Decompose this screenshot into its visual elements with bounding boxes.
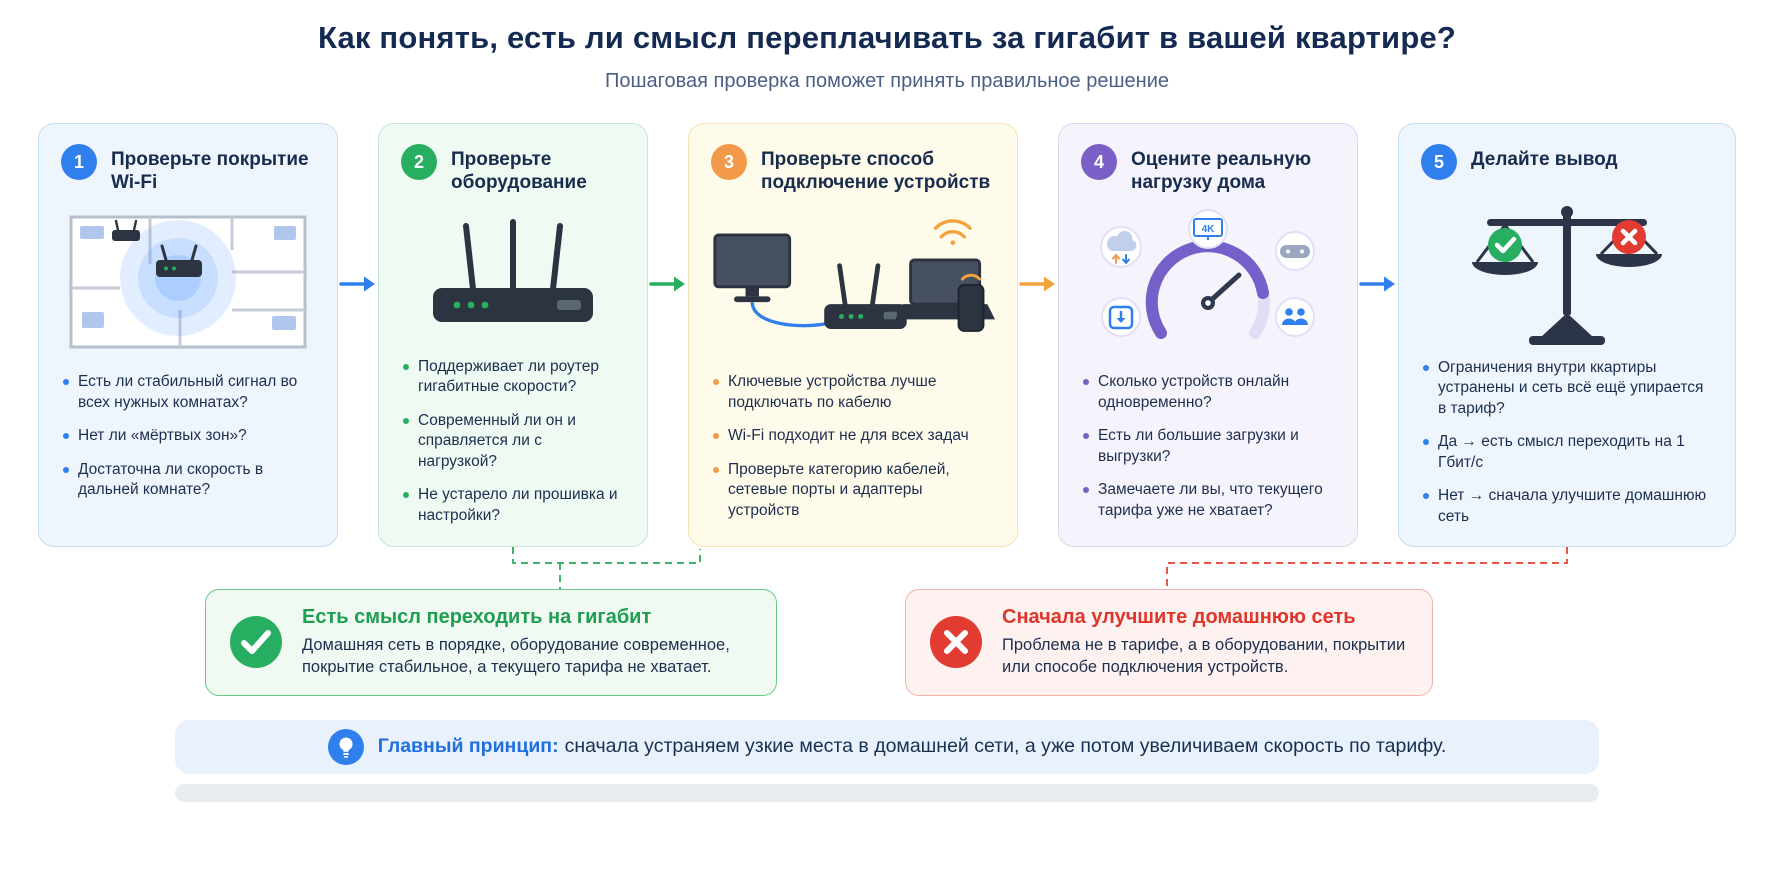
- svg-text:4K: 4K: [1202, 224, 1216, 235]
- step-2-bullets: Поддерживает ли роутер гигабитные скорос…: [401, 357, 625, 526]
- principle-text-wrap: Главный принцип:сначала устраняем узкие …: [378, 735, 1447, 758]
- page-subtitle: Пошаговая проверка поможет принять прави…: [604, 70, 1169, 92]
- connector-negative-line: [1166, 547, 1568, 589]
- outcomes-row: Есть смысл переходить на гигабит Домашня…: [38, 589, 1736, 696]
- users-icon: [1275, 297, 1315, 338]
- step-bullet: Нет → сначала улучшите домашнюю сеть: [1421, 486, 1713, 527]
- step-title: Проверьте способ подключение устройств: [761, 149, 991, 194]
- step-number-badge: 3: [711, 144, 747, 180]
- router-illustration: [432, 218, 593, 322]
- step-bullet: Есть ли стабильный сигнал во всех нужных…: [61, 372, 315, 413]
- wired-and-wireless-devices-illustration: [713, 219, 995, 333]
- step-number-badge: 2: [401, 144, 437, 180]
- step-bullet: Замечаете ли вы, что текущего тарифа уже…: [1081, 480, 1335, 521]
- step-card-4: 4 Оцените реальную нагрузку дома: [1058, 123, 1358, 547]
- arrow-step3-to-step4: [1018, 123, 1058, 547]
- outcome-text: Домашняя сеть в порядке, оборудование со…: [302, 636, 730, 676]
- step-bullet: Поддерживает ли роутер гигабитные скорос…: [401, 357, 625, 398]
- step-bullet: Проверьте категорию кабелей, сетевые пор…: [711, 460, 995, 521]
- header: Как понять, есть ли смысл переплачивать …: [0, 0, 1774, 93]
- outcome-connectors: [512, 547, 1568, 589]
- outcome-negative-content: Сначала улучшите домашнюю сеть Проблема …: [1002, 606, 1408, 679]
- download-icon: [1101, 297, 1141, 338]
- page-title: Как понять, есть ли смысл переплачивать …: [317, 20, 1457, 55]
- outcome-title: Есть смысл переходить на гигабит: [302, 606, 652, 628]
- step-3-header: 3 Проверьте способ подключение устройств: [711, 144, 995, 194]
- step-5-figure: [1421, 192, 1713, 345]
- step-number-badge: 4: [1081, 144, 1117, 180]
- step-number-badge: 1: [61, 144, 97, 180]
- lightbulb-icon: [327, 728, 364, 765]
- step-title: Проверьте покрытие Wi-Fi: [111, 149, 309, 194]
- step-bullet: Современный ли он и справляется ли с наг…: [401, 411, 625, 472]
- step-bullet: Нет ли «мёртвых зон»?: [61, 426, 315, 446]
- step-bullet: Ограничения внутри ккартиры устранены и …: [1421, 358, 1713, 419]
- arrow-right-icon: [649, 276, 685, 292]
- step-1-bullets: Есть ли стабильный сигнал во всех нужных…: [61, 372, 315, 500]
- step-bullet: Не устарело ли прошивка и настройки?: [401, 485, 625, 526]
- gamepad-icon: [1275, 231, 1315, 272]
- outcome-negative-box: Сначала улучшите домашнюю сеть Проблема …: [905, 589, 1433, 696]
- principle-label: Главный принцип:: [377, 735, 559, 758]
- step-5-bullets: Ограничения внутри ккартиры устранены и …: [1421, 358, 1713, 527]
- outcome-title: Сначала улучшите домашнюю сеть: [1002, 606, 1356, 628]
- step-bullet: Да → есть смысл переходить на 1 Гбит/с: [1421, 432, 1713, 473]
- arrow-right-icon: [339, 276, 375, 292]
- check-circle-icon: [230, 616, 282, 669]
- step-bullet: Wi-Fi подходит не для всех задач: [711, 426, 995, 446]
- step-card-5: 5 Делайте вывод: [1398, 123, 1736, 547]
- step-bullet: Ключевые устройства лучше подключать по …: [711, 372, 995, 413]
- step-card-3: 3 Проверьте способ подключение устройств: [688, 123, 1018, 547]
- 4k-monitor-icon: 4K: [1188, 209, 1228, 250]
- cloud-sync-icon: [1100, 226, 1142, 269]
- step-bullet: Достаточна ли скорость в дальней комнате…: [61, 460, 315, 501]
- step-4-figure: 4K: [1081, 206, 1335, 358]
- step-1-figure: [61, 206, 315, 358]
- load-gauge-illustration: 4K: [1100, 209, 1315, 340]
- step-2-header: 2 Проверьте оборудование: [401, 144, 625, 194]
- outcome-text: Проблема не в тарифе, а в оборудовании, …: [1002, 636, 1406, 676]
- arrow-step4-to-step5: [1358, 123, 1398, 547]
- check-circle-icon: [1488, 228, 1522, 262]
- step-2-figure: [401, 206, 625, 342]
- step-card-1: 1 Проверьте покрытие Wi-Fi: [38, 123, 338, 547]
- principle-text: сначала устраняем узкие места в домашней…: [564, 735, 1447, 758]
- steps-row: 1 Проверьте покрытие Wi-Fi: [38, 123, 1736, 547]
- arrow-step1-to-step2: [338, 123, 378, 547]
- arrow-step2-to-step3: [648, 123, 688, 547]
- step-bullet: Сколько устройств онлайн одновременно?: [1081, 372, 1335, 413]
- cross-circle-icon: [1612, 220, 1646, 254]
- arrow-right-icon: [1019, 276, 1055, 292]
- step-title: Проверьте оборудование: [451, 149, 587, 194]
- step-1-header: 1 Проверьте покрытие Wi-Fi: [61, 144, 315, 194]
- step-3-bullets: Ключевые устройства лучше подключать по …: [711, 372, 995, 521]
- step-3-figure: [711, 206, 995, 358]
- arrow-right-icon: [1359, 276, 1395, 292]
- step-title: Оцените реальную нагрузку дома: [1131, 149, 1312, 194]
- step-5-header: 5 Делайте вывод: [1421, 144, 1713, 180]
- principle-banner: Главный принцип:сначала устраняем узкие …: [175, 719, 1599, 774]
- step-number-badge: 5: [1421, 144, 1457, 180]
- outcome-positive-content: Есть смысл переходить на гигабит Домашня…: [302, 606, 752, 679]
- step-4-header: 4 Оцените реальную нагрузку дома: [1081, 144, 1335, 194]
- step-card-2: 2 Проверьте оборудование Поддерживает ли…: [378, 123, 648, 547]
- wifi-coverage-floor-plan-illustration: [69, 215, 307, 349]
- outcome-positive-box: Есть смысл переходить на гигабит Домашня…: [205, 589, 777, 696]
- cross-circle-icon: [930, 616, 982, 669]
- step-bullet: Есть ли большие загрузки и выгрузки?: [1081, 426, 1335, 467]
- connector-positive-line: [512, 547, 701, 589]
- bottom-strip: [175, 783, 1599, 802]
- balance-scale-illustration: [1472, 206, 1662, 345]
- step-4-bullets: Сколько устройств онлайн одновременно? Е…: [1081, 372, 1335, 521]
- step-title: Делайте вывод: [1471, 149, 1618, 170]
